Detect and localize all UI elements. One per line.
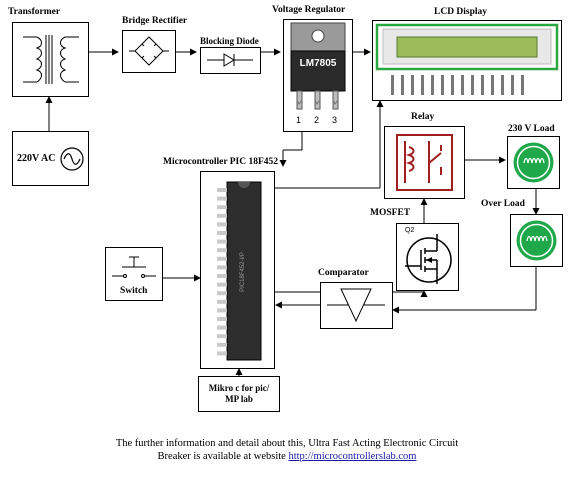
- chip-pin: [217, 265, 227, 270]
- lcd-label: LCD Display: [434, 7, 488, 17]
- ac-sine-icon: [60, 147, 84, 171]
- bridge-label: Bridge Rectifier: [122, 16, 188, 26]
- chip-pin: [217, 205, 227, 210]
- chip-pin: [217, 334, 227, 339]
- chip-pin: [217, 248, 227, 253]
- microcontroller-block: PIC18F452-I/P: [200, 171, 275, 369]
- switch-block: Switch: [105, 247, 163, 301]
- chip-pin: [217, 325, 227, 330]
- chip-pin: [217, 308, 227, 313]
- chip-pin: [217, 222, 227, 227]
- relay-icon: [396, 134, 453, 191]
- transformer-label: Transformer: [8, 7, 61, 17]
- chip-pin: [217, 342, 227, 347]
- lcd-display-block: [372, 20, 562, 101]
- chip-pin: [217, 317, 227, 321]
- pic-chip-icon: PIC18F452-I/P: [217, 181, 262, 361]
- bridge-icon: [129, 36, 169, 66]
- relay-label: Relay: [411, 112, 435, 122]
- overload-bulb-icon: [516, 220, 557, 261]
- push-switch-icon: [112, 256, 156, 278]
- chip-pin: [217, 282, 227, 287]
- caption: The further information and detail about…: [60, 437, 514, 463]
- ac-source-block: 220V AC: [12, 131, 89, 186]
- diode-label: Blocking Diode: [200, 36, 259, 46]
- chip-pin: [217, 188, 227, 192]
- mosfet-block: Q2: [396, 223, 459, 291]
- svg-text:PIC18F452-I/P: PIC18F452-I/P: [240, 252, 246, 292]
- chip-pin: [217, 299, 227, 304]
- lcd-module-icon: [375, 23, 559, 95]
- regulator-part-label: LM7805: [299, 58, 337, 69]
- ide-line-2: MP lab: [225, 394, 253, 404]
- mcu-label: Microcontroller PIC 18F452: [163, 157, 279, 167]
- caption-line-2-prefix: Breaker is available at website: [157, 451, 289, 462]
- chip-pin: [217, 351, 227, 356]
- regulator-label: Voltage Regulator: [272, 5, 346, 15]
- chip-pin: [217, 239, 227, 244]
- diode-icon: [207, 53, 253, 67]
- voltage-regulator-block: LM7805 1 2 3: [283, 19, 353, 132]
- chip-pin: [217, 291, 227, 296]
- chip-pin: [217, 256, 227, 261]
- bridge-rectifier-block: [122, 30, 176, 73]
- relay-block: [384, 126, 465, 199]
- chip-pin: [217, 274, 227, 278]
- load-bulb-icon: [513, 142, 554, 183]
- ide-block: Mikro c for pic/ MP lab: [198, 376, 280, 412]
- comparator-block: [320, 282, 393, 329]
- transformer-icon: [23, 35, 79, 84]
- mosfet-label: MOSFET: [370, 208, 411, 218]
- chip-pin: [217, 213, 227, 218]
- ide-line-1: Mikro c for pic/: [208, 383, 270, 393]
- regulator-pin-1: 1: [296, 115, 302, 125]
- regulator-pin-3: 3: [332, 115, 338, 125]
- load2-label: Over Load: [481, 199, 525, 209]
- load1-label: 230 V Load: [508, 124, 555, 134]
- comparator-label: Comparator: [318, 268, 369, 278]
- over-load-block: [510, 214, 563, 267]
- blocking-diode-block: [200, 47, 261, 74]
- caption-line-2: Breaker is available at website http://m…: [60, 450, 514, 463]
- regulator-pin-2: 2: [314, 115, 320, 125]
- transformer-block: [12, 22, 89, 97]
- regulator-ic-icon: [290, 22, 346, 110]
- load-230v-block: [507, 136, 560, 189]
- website-link[interactable]: http://microcontrollerslab.com: [288, 451, 417, 462]
- mosfet-symbol-icon: [405, 234, 452, 284]
- mosfet-ref-label: Q2: [405, 227, 415, 234]
- comparator-icon: [327, 288, 385, 323]
- chip-pin: [217, 196, 227, 201]
- chip-pin: [217, 231, 227, 235]
- caption-line-1: The further information and detail about…: [115, 438, 459, 449]
- switch-label: Switch: [120, 286, 148, 296]
- ac-source-label: 220V AC: [17, 153, 56, 164]
